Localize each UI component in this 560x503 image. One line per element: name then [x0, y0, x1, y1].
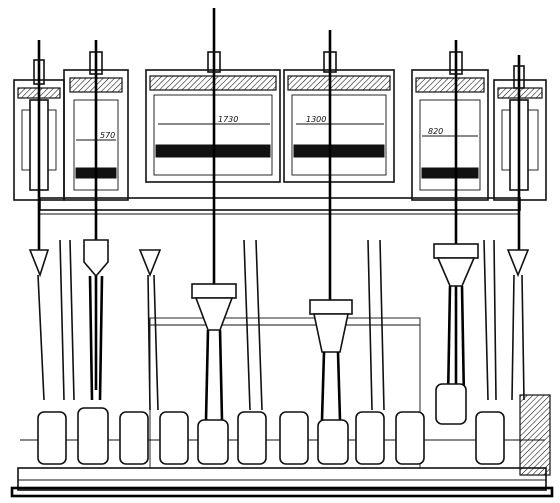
ip-cylinder: 820	[411, 40, 489, 390]
dimension-hp: 570	[100, 131, 115, 140]
crankshaft	[20, 383, 551, 476]
dimension-lp-left: 1730	[218, 115, 238, 124]
dimension-lp-right: 1300	[306, 115, 326, 124]
lp-cylinder-left: 1730	[145, 8, 281, 310]
hp-cylinder: 570	[63, 40, 129, 390]
dimension-ip: 820	[428, 127, 443, 136]
valve-chest-right	[493, 55, 547, 250]
lp-cylinder-right: 1300	[283, 30, 395, 340]
connecting-rods	[28, 239, 530, 421]
valve-chest-left	[13, 40, 65, 250]
bedplate	[10, 467, 554, 498]
